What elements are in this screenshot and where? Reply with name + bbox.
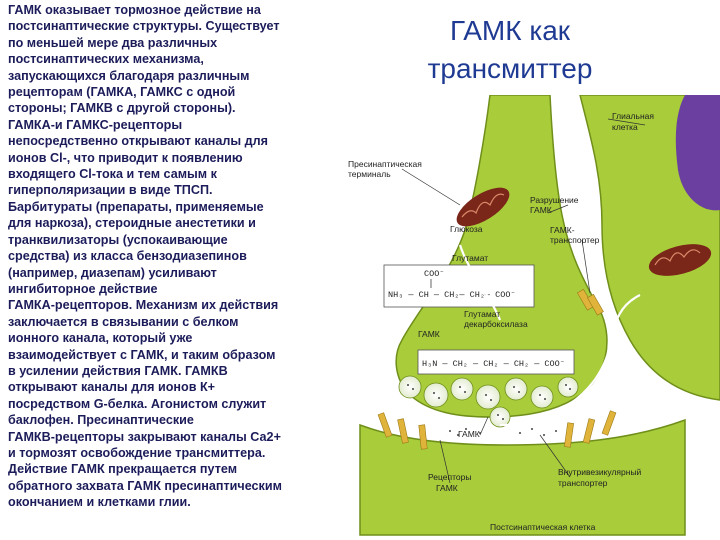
vesicle (399, 376, 421, 398)
receptor (583, 419, 595, 444)
vesicular-transporter-label: транспортер (558, 478, 608, 488)
receptors-label: Рецепторы (428, 472, 472, 482)
gaba-label: ГАМК (418, 329, 440, 339)
glucose-label: Глюкоза (450, 224, 483, 234)
vesicle (424, 383, 448, 407)
vesicular-transporter-label: Внутривезикулярный (558, 467, 642, 477)
degradation-label: ГАМК (530, 205, 552, 215)
body-text: ГАМК оказывает тормозное действие на пос… (8, 2, 338, 511)
postsynaptic-cell (360, 420, 685, 535)
gaba-cleft-label: ГАМК (458, 429, 480, 439)
vesicle (558, 377, 578, 397)
decarboxylase-label: декарбоксилаза (464, 319, 528, 329)
transporter-label: транспортер (550, 235, 600, 245)
glutamate-formula-box (384, 265, 534, 307)
receptor (602, 411, 616, 436)
glia-label: клетка (612, 122, 638, 132)
presynaptic-label: Пресинаптическая (348, 159, 422, 169)
vesicle (505, 378, 527, 400)
presynaptic-label: терминаль (348, 169, 391, 179)
transporter-label: ГАМК- (550, 225, 575, 235)
vesicle (451, 378, 473, 400)
glutamate-formula: NH₃ — CH — CH₂— CH₂— COO⁻ (388, 290, 516, 300)
gaba-formula: H₃N — CH₂ — CH₂ — CH₂ — COO⁻ (422, 359, 565, 369)
glia-label: Глиальная (612, 111, 654, 121)
decarboxylase-label: Глутамат (464, 309, 500, 319)
title-line-1: ГАМК как (395, 12, 625, 50)
vesicle (476, 385, 500, 409)
vesicle (531, 386, 553, 408)
glutamate-formula-top: COO⁻ (424, 269, 444, 279)
postsynaptic-label: Постсинаптическая клетка (490, 522, 596, 532)
glutamate-label: Глутамат (452, 253, 488, 263)
gaba-synapse-diagram: COO⁻ NH₃ — CH — CH₂— CH₂— COO⁻ H₃N — CH₂… (340, 95, 720, 540)
degradation-label: Разрушение (530, 195, 579, 205)
receptors-label: ГАМК (436, 483, 458, 493)
title-line-2: трансмиттер (395, 50, 625, 88)
slide-title: ГАМК как трансмиттер (395, 12, 625, 88)
